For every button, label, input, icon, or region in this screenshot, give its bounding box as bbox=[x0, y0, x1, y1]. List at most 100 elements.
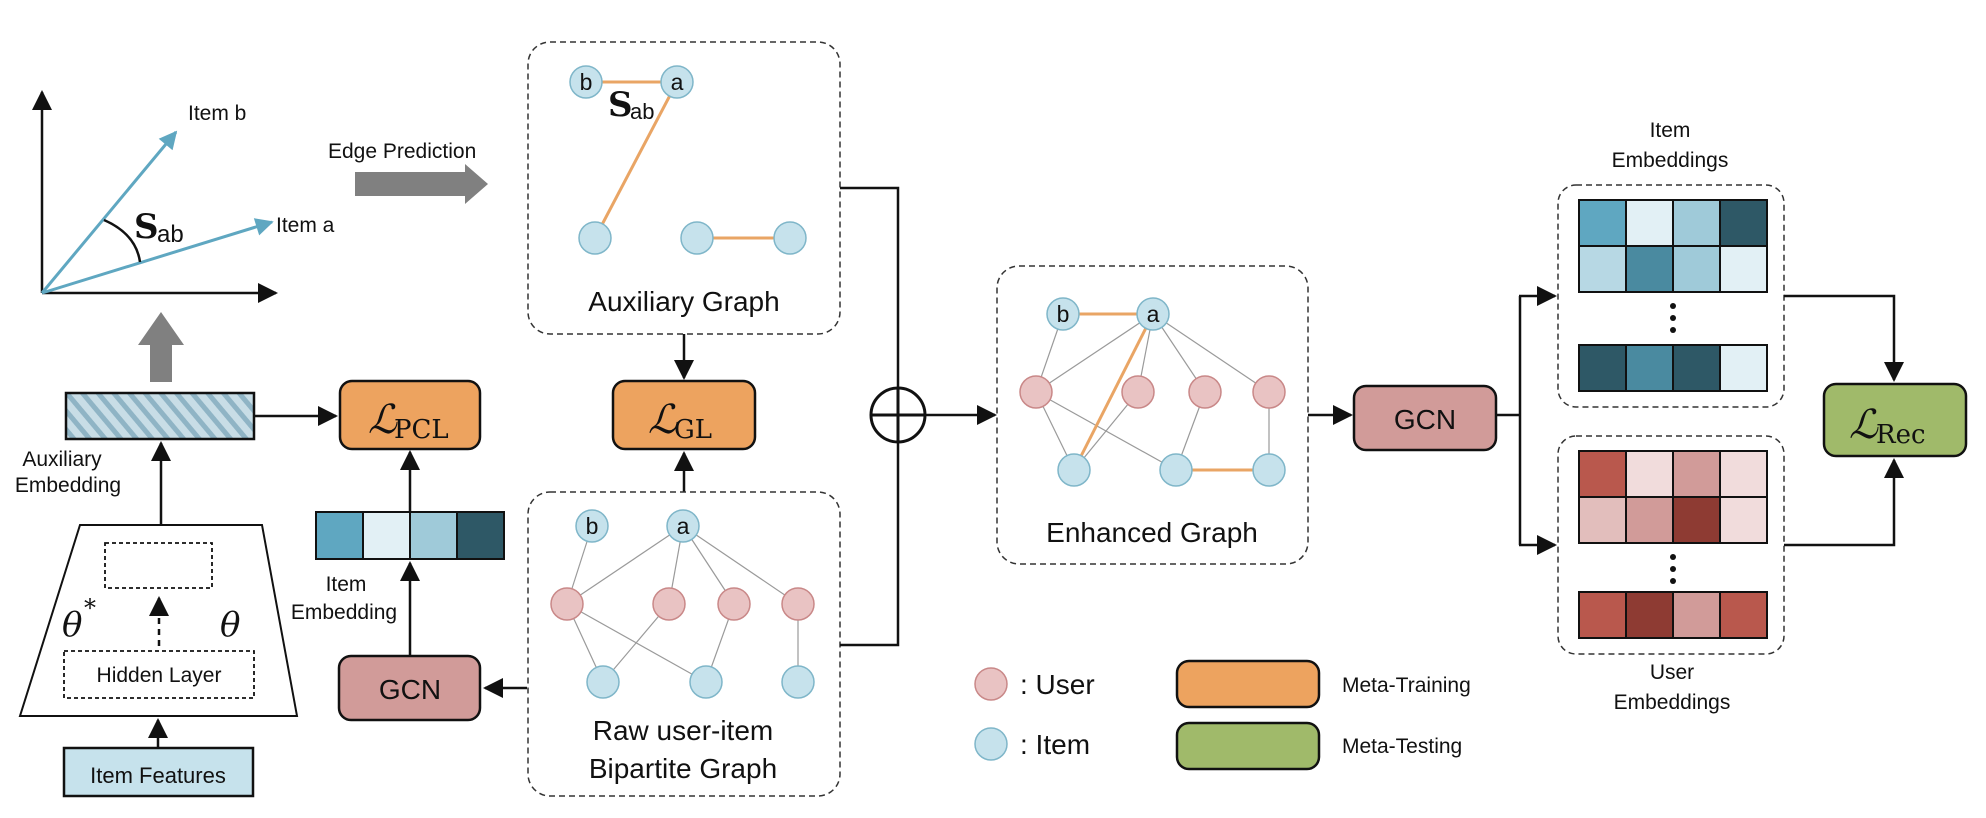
aux-node-a-label: a bbox=[671, 69, 684, 95]
legend-meta-testing-label: Meta-Testing bbox=[1342, 735, 1462, 758]
theta-star-symbol: θ bbox=[62, 605, 82, 645]
enh-edge-a-item bbox=[1072, 313, 1155, 471]
projection-arrow bbox=[138, 312, 184, 382]
aux-node-b-label: b bbox=[580, 69, 593, 95]
aux-edge-a-item bbox=[593, 81, 679, 239]
item-embeddings-matrix bbox=[1557, 184, 1785, 408]
enh-user-node bbox=[1019, 375, 1053, 409]
loss-pcl-box bbox=[338, 379, 482, 451]
auxiliary-graph-frame bbox=[527, 41, 841, 335]
enh-user-node bbox=[1121, 375, 1155, 409]
loss-pcl-symbol: ℒ bbox=[368, 397, 398, 443]
gcn-right-label: GCN bbox=[1394, 404, 1456, 435]
enh-node-a-label: a bbox=[1147, 301, 1160, 327]
enh-node-a bbox=[1136, 297, 1170, 331]
encoder: Hidden Layer θ * θ bbox=[18, 524, 299, 717]
item-embedding-bar bbox=[315, 511, 505, 560]
item-b-label: Item b bbox=[188, 102, 246, 125]
similarity-subscript: ab bbox=[157, 221, 184, 248]
item-embeddings-label-line2: Embeddings bbox=[1612, 149, 1729, 172]
theta-star-superscript: * bbox=[84, 594, 96, 622]
legend-meta-training-label: Meta-Training bbox=[1342, 674, 1471, 697]
user-embeddings-label-line1: User bbox=[1650, 661, 1694, 684]
loss-gl-subscript: GL bbox=[674, 415, 712, 445]
aux-node-item bbox=[680, 221, 714, 255]
user-embeddings-label-line2: Embeddings bbox=[1614, 691, 1731, 714]
loss-gl-box bbox=[611, 379, 757, 451]
theta-symbol: θ bbox=[220, 605, 240, 645]
bip-item-node bbox=[586, 665, 620, 699]
enh-user-node bbox=[1252, 375, 1286, 409]
enh-user-node bbox=[1188, 375, 1222, 409]
bipartite-title-line2: Bipartite Graph bbox=[589, 753, 777, 784]
aux-node-item bbox=[578, 221, 612, 255]
bip-item-node bbox=[781, 665, 815, 699]
vector-plot: Item b Item a S ab bbox=[32, 90, 335, 303]
enh-item-node bbox=[1252, 453, 1286, 487]
loss-rec-box bbox=[1822, 382, 1968, 458]
auxiliary-embedding-label-line2: Embedding bbox=[15, 474, 121, 497]
item-embedding-label-line2: Embedding bbox=[291, 601, 397, 624]
user-embeddings-to-rec-arrow bbox=[1784, 458, 1904, 547]
enh-item-node bbox=[1159, 453, 1193, 487]
bip-user-node bbox=[550, 587, 584, 621]
aux-node-item bbox=[773, 221, 807, 255]
encoder-output-layer bbox=[104, 542, 213, 589]
aux-node-b bbox=[569, 65, 603, 99]
bip-user-node bbox=[652, 587, 686, 621]
loss-rec-symbol: ℒ bbox=[1849, 402, 1879, 448]
legend-user-label: : User bbox=[1020, 669, 1095, 700]
enh-node-b bbox=[1046, 297, 1080, 331]
edge-prediction-label: Edge Prediction bbox=[328, 140, 476, 163]
aux-node-a bbox=[660, 65, 694, 99]
user-embeddings-matrix bbox=[1557, 435, 1785, 655]
gcn-box-right bbox=[1352, 384, 1498, 452]
edge-prediction-arrow bbox=[355, 164, 488, 204]
bip-item-node bbox=[689, 665, 723, 699]
legend-item-label: : Item bbox=[1020, 729, 1090, 760]
bip-node-b bbox=[575, 509, 609, 543]
loss-pcl-subscript: PCL bbox=[394, 415, 449, 445]
angle-arc bbox=[103, 218, 142, 263]
legend: : User : Item Meta-Training Meta-Testing bbox=[974, 659, 1471, 771]
auxiliary-graph: b a S ab Auxiliary Graph bbox=[527, 41, 841, 335]
oplus-operator bbox=[869, 386, 927, 444]
legend-meta-testing-swatch bbox=[1175, 721, 1321, 771]
item-embedding-label-line1: Item bbox=[326, 573, 367, 596]
enhanced-graph-frame bbox=[996, 265, 1309, 565]
loss-rec-subscript: Rec bbox=[1876, 420, 1926, 450]
bip-user-node bbox=[781, 587, 815, 621]
item-a-label: Item a bbox=[276, 214, 335, 237]
hidden-layer-label: Hidden Layer bbox=[97, 664, 222, 687]
item-b-vector bbox=[40, 130, 178, 294]
enhanced-graph: b a Enhanced Graph bbox=[996, 265, 1309, 565]
hidden-layer-box bbox=[63, 650, 255, 699]
bip-node-a bbox=[666, 509, 700, 543]
bipartite-title-line1: Raw user-item bbox=[593, 715, 773, 746]
similarity-symbol: S bbox=[134, 207, 159, 247]
item-embeddings-label-line1: Item bbox=[1650, 119, 1691, 142]
bip-user-node bbox=[717, 587, 751, 621]
bip-node-a-label: a bbox=[677, 513, 690, 539]
loss-gl-symbol: ℒ bbox=[648, 397, 678, 443]
auxiliary-embedding-label-line1: Auxiliary bbox=[22, 448, 102, 471]
legend-meta-training-swatch bbox=[1175, 659, 1321, 709]
item-embeddings-to-rec-arrow bbox=[1784, 294, 1904, 382]
gcn-box-left bbox=[337, 654, 482, 722]
legend-item-node bbox=[974, 727, 1008, 761]
item-a-vector bbox=[41, 218, 274, 295]
enh-node-b-label: b bbox=[1057, 301, 1070, 327]
enh-item-node bbox=[1057, 453, 1091, 487]
aux-similarity-symbol: S bbox=[608, 85, 633, 125]
bip-node-b-label: b bbox=[586, 513, 599, 539]
legend-user-node bbox=[974, 667, 1008, 701]
enhanced-graph-title: Enhanced Graph bbox=[1046, 517, 1258, 548]
auxiliary-graph-title: Auxiliary Graph bbox=[588, 286, 779, 317]
bipartite-graph: b a Raw user-item Bipartite Graph bbox=[527, 491, 841, 797]
item-features-label: Item Features bbox=[90, 763, 226, 788]
gcn-left-label: GCN bbox=[379, 674, 441, 705]
item-features-box bbox=[62, 746, 255, 798]
aux-similarity-subscript: ab bbox=[630, 99, 654, 124]
auxiliary-embedding-bar bbox=[64, 391, 256, 441]
